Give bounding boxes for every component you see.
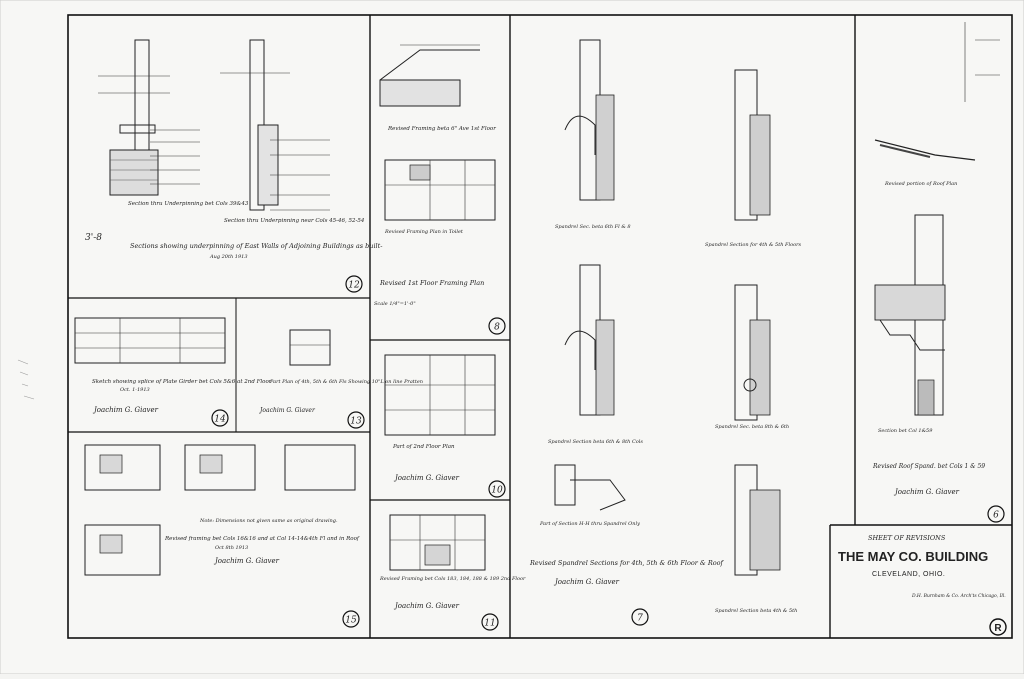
signature-13: Joachim G. Giaver (258, 407, 316, 414)
p12-date: Aug 20th 1913 (209, 254, 248, 260)
panel-10: Part of 2nd Floor Plan 10 (384, 354, 506, 498)
p6-title: Revised Roof Spand. bet Cols 1 & 59 (872, 463, 985, 470)
signature-10: Joachim G. Giaver (393, 474, 460, 482)
p12-caption-main: Sections showing underpinning of East Wa… (130, 242, 382, 250)
p7-caption-b: Spandrel Section for 4th & 5th Floors (705, 242, 802, 248)
p13-caption: Part Plan of 4th, 5th & 6th Fls Showing … (269, 379, 423, 385)
p7-caption-a: Spandrel Sec. beta 6th Fl & 8 (555, 224, 631, 230)
title-subtitle: SHEET OF REVISIONS (868, 534, 946, 542)
p12-number: 12 (348, 281, 360, 291)
p11-caption: Revised Framing bet Cols 183, 184, 188 &… (379, 576, 526, 582)
p7-caption-f: Spandrel Section beta 4th & 5th (715, 608, 797, 614)
signature-11: Joachim G. Giaver (393, 602, 460, 610)
signature-6: Joachim G. Giaver (893, 488, 960, 496)
p14-number: 14 (214, 415, 226, 425)
p15-date: Oct 8th 1913 (215, 545, 248, 551)
p15-number: 15 (345, 616, 357, 626)
title-city: CLEVELAND, OHIO. (872, 571, 945, 578)
title-block: SHEET OF REVISIONS THE MAY CO. BUILDING … (838, 534, 1007, 636)
signature-15: Joachim G. Giaver (213, 557, 280, 565)
p7-number: 7 (637, 614, 643, 624)
p8-caption-a: Revised Framing beta 6" Ave 1st Floor (387, 126, 496, 132)
p7-caption-d: Spandrel Sec. beta 8th & 6th (715, 424, 789, 430)
p8-scale: Scale 1/4"=1'-0" (374, 301, 416, 307)
panel-15: Note: Dimensions not given same as origi… (84, 444, 360, 628)
svg-text:3'-8: 3'-8 (85, 233, 102, 243)
signature-7: Joachim G. Giaver (553, 578, 620, 586)
p6-number: 6 (993, 511, 999, 521)
p8-number: 8 (494, 323, 500, 333)
p7-title: Revised Spandrel Sections for 4th, 5th &… (529, 559, 725, 567)
p12-caption-b: Section thru Underpinning near Cols 45-4… (224, 218, 365, 224)
p7-caption-e: Part of Section H-H thru Spandrel Only (539, 521, 640, 527)
panel-6: Revised portion of Roof Plan Section bet… (872, 22, 1005, 523)
margin-marks (17, 359, 35, 400)
panel-13: Part Plan of 4th, 5th & 6th Fls Showing … (269, 329, 423, 429)
p8-title: Revised 1st Floor Framing Plan (379, 279, 484, 287)
p8-caption-b: Revised Framing Plan in Toilet (384, 229, 464, 235)
title-building: THE MAY CO. BUILDING (838, 549, 988, 564)
panel-8: Revised Framing beta 6" Ave 1st Floor Re… (374, 44, 506, 335)
panel-11: Revised Framing bet Cols 183, 184, 188 &… (379, 514, 526, 631)
p6-caption-a: Revised portion of Roof Plan (884, 181, 957, 187)
p7-caption-c: Spandrel Section beta 6th & 8th Cols (548, 439, 643, 445)
panel-12: Section thru Underpinning bet Cols 39&43… (85, 39, 382, 293)
title-firm: D.H. Burnham & Co. Arch'ts Chicago, Ill. (911, 593, 1006, 599)
p14-date: Oct. 1-1913 (120, 387, 150, 393)
signature-14: Joachim G. Giaver (92, 406, 159, 414)
signatures: Joachim G. Giaver Joachim G. Giaver Joac… (92, 406, 960, 610)
p12-caption-a: Section thru Underpinning bet Cols 39&43 (128, 201, 249, 207)
p11-number: 11 (484, 619, 495, 629)
p15-note: Note: Dimensions not given same as origi… (199, 518, 338, 524)
panel-7: Spandrel Sec. beta 6th Fl & 8 Spandrel S… (529, 39, 802, 626)
p10-caption: Part of 2nd Floor Plan (392, 444, 455, 450)
p15-caption: Revised framing bet Cols 16&16 and at Co… (164, 536, 360, 542)
p13-number: 13 (350, 417, 362, 427)
p10-number: 10 (491, 486, 503, 496)
sheet-mark: R (994, 623, 1002, 634)
p6-caption-b: Section bet Col 1&59 (878, 428, 933, 434)
sheet-border (67, 14, 1013, 639)
p14-caption: Sketch showing splice of Plate Girder be… (92, 379, 272, 385)
panel-14: Sketch showing splice of Plate Girder be… (74, 317, 272, 427)
